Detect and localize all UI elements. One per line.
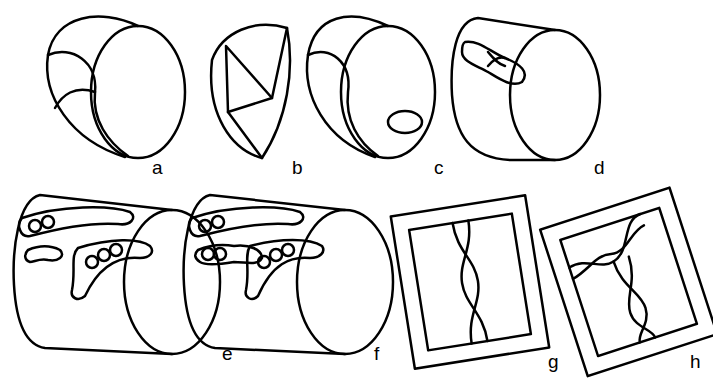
figure-letter: g <box>548 352 559 371</box>
band-c <box>307 17 435 158</box>
figure-letter: d <box>594 158 605 177</box>
figure-letter: c <box>434 158 444 177</box>
band-f <box>184 195 393 354</box>
band-d <box>452 18 600 160</box>
band-e <box>14 195 220 354</box>
figure-letter: e <box>222 344 233 363</box>
frame-h <box>540 188 713 376</box>
figure-letter: b <box>292 158 303 177</box>
frame-g <box>391 195 549 368</box>
band-a <box>47 17 185 158</box>
band-b <box>211 25 290 158</box>
figure-letter: f <box>374 344 379 363</box>
figure-letter: a <box>152 158 163 177</box>
figure-letter: h <box>690 352 701 371</box>
